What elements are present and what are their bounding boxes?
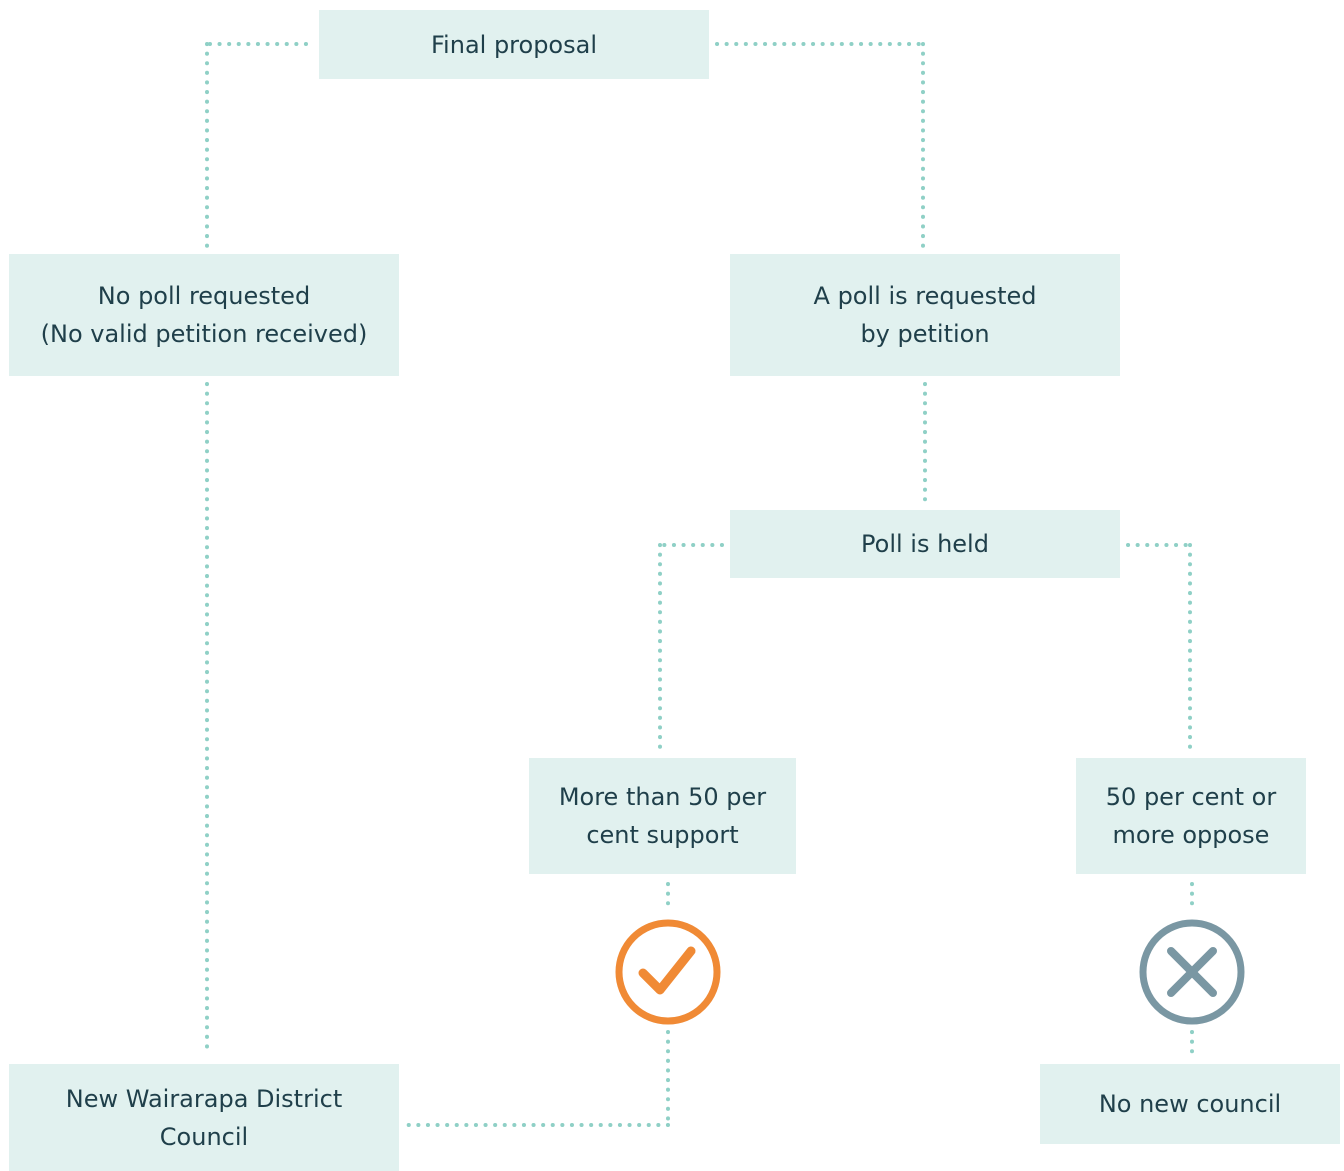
new-council-box: New Wairarapa District Council [9,1064,399,1171]
no-new-council-box: No new council [1040,1064,1340,1144]
oppose-outcome-box: 50 per cent or more oppose [1076,758,1306,874]
poll-requested-label: A poll is requested [813,282,1037,310]
support-label-line2: cent support [586,821,739,849]
no-poll-requested-box: No poll requested (No valid petition rec… [9,254,399,376]
cross-circle-icon [1139,919,1245,1025]
no-valid-petition-label: (No valid petition received) [40,320,368,348]
check-circle-icon [615,919,721,1025]
oppose-label-line2: more oppose [1112,821,1270,849]
poll-held-box: Poll is held [730,510,1120,578]
new-council-label-line1: New Wairarapa District [65,1084,343,1113]
poll-held-label: Poll is held [861,530,989,558]
support-outcome-box: More than 50 per cent support [529,758,796,874]
by-petition-label: by petition [860,320,990,348]
oppose-label-line1: 50 per cent or [1105,783,1277,811]
poll-requested-box: A poll is requested by petition [730,254,1120,376]
final-proposal-box: Final proposal [319,10,709,79]
final-proposal-label: Final proposal [431,30,597,59]
support-label-line1: More than 50 per [558,783,767,811]
no-new-council-label: No new council [1098,1090,1282,1118]
no-poll-requested-label: No poll requested [97,282,311,310]
new-council-label-line2: Council [159,1122,249,1151]
